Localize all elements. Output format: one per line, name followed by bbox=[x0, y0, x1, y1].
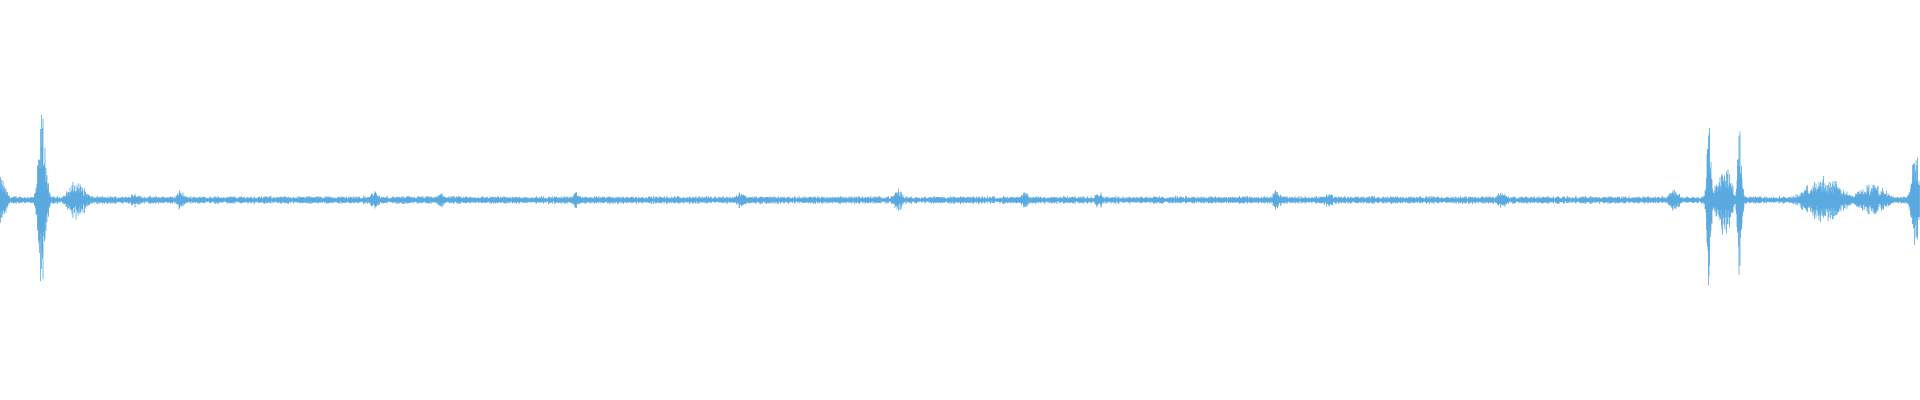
waveform-trace bbox=[0, 114, 1920, 286]
